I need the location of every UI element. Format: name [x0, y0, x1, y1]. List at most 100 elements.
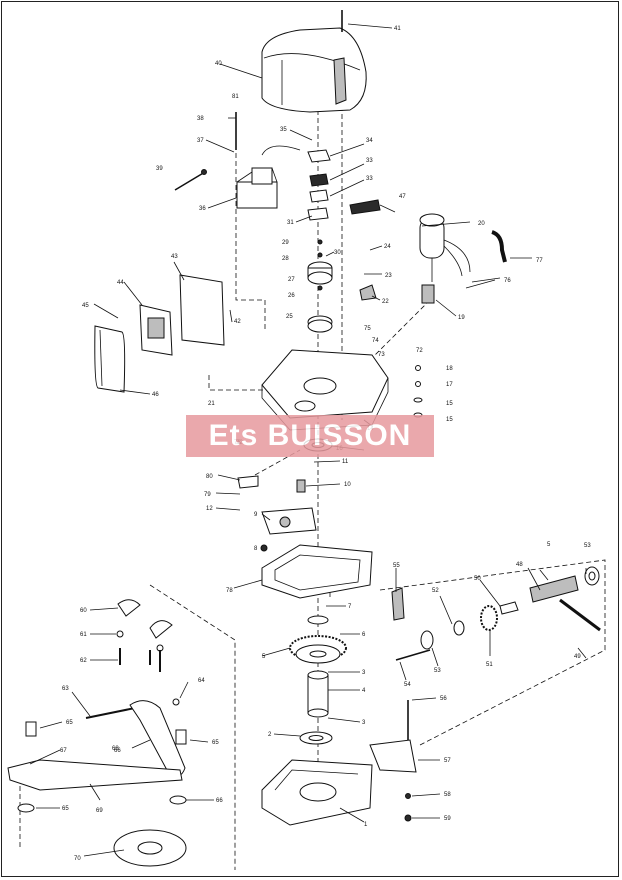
callout-65c: 65: [62, 806, 69, 812]
callout-45: 45: [82, 303, 89, 309]
connector-part-47: [349, 199, 396, 215]
transformer-part-36: [236, 145, 301, 209]
callout-78: 78: [226, 588, 233, 594]
plate-part-9: [261, 507, 317, 535]
callout-23: 23: [385, 273, 392, 279]
callout-65: 65: [66, 720, 73, 726]
callout-60: 60: [80, 608, 87, 614]
pin-part-76: [465, 279, 496, 289]
arm-assembly-60-70: [7, 599, 187, 867]
callout-24: 24: [384, 244, 391, 250]
assembly-axes: [19, 70, 606, 870]
shaft-part-4: [307, 670, 329, 718]
motor-part-20: [419, 213, 471, 282]
callout-15: 15: [446, 401, 453, 407]
callout-52: 52: [432, 588, 439, 594]
callout-33b: 33: [366, 176, 373, 182]
label-leaders: [29, 23, 587, 857]
callout-58: 58: [444, 792, 451, 798]
callout-19: 19: [458, 315, 465, 321]
callout-11: 11: [342, 459, 349, 465]
callout-72: 72: [416, 348, 423, 354]
callout-9: 9: [254, 512, 258, 518]
clip-part-80: [237, 475, 259, 489]
callout-70: 70: [74, 856, 81, 862]
callout-80: 80: [206, 474, 213, 480]
callout-27: 27: [288, 277, 295, 283]
callout-7: 7: [348, 604, 352, 610]
spring-part-10: [296, 479, 306, 493]
callout-15b: 15: [446, 417, 453, 423]
gear-parts-6-7: [289, 615, 347, 664]
callout-25: 25: [286, 314, 293, 320]
callout-26: 26: [288, 293, 295, 299]
callout-42: 42: [234, 319, 241, 325]
callout-38: 38: [197, 116, 204, 122]
callout-69: 69: [96, 808, 103, 814]
callout-48: 48: [516, 562, 523, 568]
callout-30: 30: [334, 250, 341, 256]
bracket-part-22: [359, 284, 377, 301]
callout-6: 6: [362, 632, 366, 638]
callout-53b: 53: [434, 668, 441, 674]
callout-79: 79: [204, 492, 211, 498]
callout-37: 37: [197, 138, 204, 144]
callout-65b: 65: [212, 740, 219, 746]
callout-20: 20: [478, 221, 485, 227]
callout-50: 50: [474, 576, 481, 582]
callout-74: 74: [372, 338, 379, 344]
callout-66: 66: [216, 798, 223, 804]
callout-29: 29: [282, 240, 289, 246]
callout-21: 21: [208, 401, 215, 407]
callout-76: 76: [504, 278, 511, 284]
callout-36: 36: [199, 206, 206, 212]
fastener-parts-15-18: [413, 365, 423, 418]
callout-51: 51: [486, 662, 493, 668]
callout-1: 1: [364, 822, 368, 828]
callout-34: 34: [366, 138, 373, 144]
callout-33: 33: [366, 158, 373, 164]
callout-67: 67: [60, 748, 67, 754]
callout-8: 8: [254, 546, 258, 552]
callout-17: 17: [446, 382, 453, 388]
callout-43: 43: [171, 254, 178, 260]
callout-55: 55: [393, 563, 400, 569]
callout-5: 5: [262, 654, 266, 660]
board-part-78: [261, 544, 373, 599]
callout-10: 10: [344, 482, 351, 488]
callout-18: 18: [446, 366, 453, 372]
callout-54: 54: [404, 682, 411, 688]
callout-73: 73: [378, 352, 385, 358]
key-part-55: [391, 587, 405, 621]
callout-75: 75: [364, 326, 371, 332]
callout-64: 64: [198, 678, 205, 684]
callout-63: 63: [62, 686, 69, 692]
callout-57: 57: [444, 758, 451, 764]
callout-66b: 66: [114, 748, 121, 754]
hose-part-77: [491, 230, 507, 263]
callout-4: 4: [362, 688, 366, 694]
callout-41: 41: [394, 26, 401, 32]
worm-shaft-assembly-48-53: [395, 566, 601, 661]
callout-59: 59: [444, 816, 451, 822]
base-part-1: [261, 759, 373, 826]
callout-40: 40: [215, 61, 222, 67]
clip-parts-31-34: [307, 149, 331, 221]
callout-39: 39: [156, 166, 163, 172]
callout-5b: 5: [547, 542, 551, 548]
bracket-part-57: [369, 739, 417, 773]
callout-47: 47: [399, 194, 406, 200]
callout-3b: 3: [362, 720, 366, 726]
electronic-box-parts-43-46: [94, 274, 225, 393]
callout-2: 2: [268, 732, 272, 738]
worm-part-19: [421, 284, 435, 304]
callout-62: 62: [80, 658, 87, 664]
washer-part-2-lower: [299, 731, 333, 745]
callout-49: 49: [574, 654, 581, 660]
callout-31: 31: [287, 220, 294, 226]
callout-22: 22: [382, 299, 389, 305]
nut-part-8: [260, 544, 268, 552]
callout-44: 44: [117, 280, 124, 286]
callout-68: 68: [112, 746, 119, 752]
